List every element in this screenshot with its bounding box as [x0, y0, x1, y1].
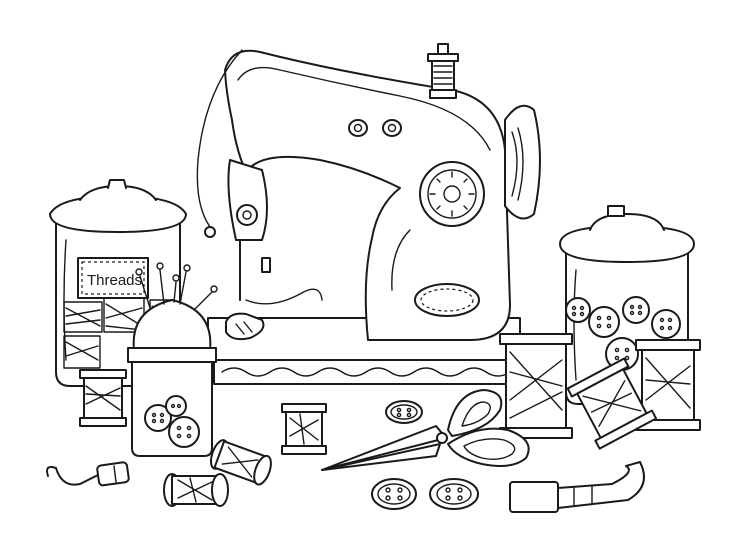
- button-jar-knob: [607, 205, 625, 217]
- scissors: [321, 389, 530, 471]
- spool-center: [281, 403, 327, 455]
- button-floor-1: [385, 400, 423, 424]
- tension-dial: [419, 161, 485, 227]
- jar-button-1: [144, 404, 172, 432]
- thread-jar-knob: [107, 179, 127, 189]
- button-jar-lid: [559, 225, 695, 263]
- tape-strip: [557, 461, 645, 509]
- spool-left: [79, 369, 127, 427]
- seam-ripper: [46, 461, 130, 487]
- scissors-blade-2: [321, 443, 441, 471]
- pincushion: [132, 299, 212, 351]
- jar-label: [77, 257, 149, 299]
- pins: [135, 262, 218, 311]
- pillar-highlight: [391, 229, 411, 291]
- button-floor-3: [429, 478, 479, 510]
- jar-label-text: Threads: [87, 272, 142, 289]
- tape-measure-end: [509, 481, 559, 513]
- presser-foot: [225, 312, 265, 341]
- arm-knob-2: [382, 119, 402, 137]
- scissors-blade-1: [321, 425, 447, 471]
- stitch-knob: [236, 204, 258, 226]
- spool-lying-2: [209, 439, 272, 486]
- spool-right: [635, 339, 701, 431]
- seam-ripper-tip: [46, 466, 101, 486]
- seam-ripper-handle: [96, 461, 130, 487]
- spool-tilted: [566, 357, 658, 450]
- thread-tail: [245, 288, 323, 305]
- spool-large: [499, 333, 573, 439]
- button-floor-2: [371, 478, 417, 510]
- pincushion-jar: [127, 262, 218, 457]
- scissors-handle-1: [447, 389, 503, 437]
- spool-lying: [163, 473, 229, 507]
- machine-base-front: [213, 359, 515, 385]
- dial-ticks: [429, 171, 475, 217]
- thread-guide: [196, 49, 243, 233]
- machine-badge: [414, 283, 480, 317]
- top-spool: [431, 59, 455, 91]
- thread-jar: Threads: [49, 179, 187, 387]
- spool-pin-base: [429, 89, 457, 99]
- sewing-machine: [196, 43, 541, 385]
- base-wave-line: [221, 367, 511, 377]
- arm-knob-1: [348, 119, 368, 137]
- jar-button-2: [168, 416, 200, 448]
- arm-highlight: [237, 66, 491, 151]
- thread-jar-lid: [49, 195, 187, 233]
- foot-screw: [261, 257, 271, 273]
- tape-measure: [509, 461, 645, 513]
- machine-head: [227, 159, 268, 241]
